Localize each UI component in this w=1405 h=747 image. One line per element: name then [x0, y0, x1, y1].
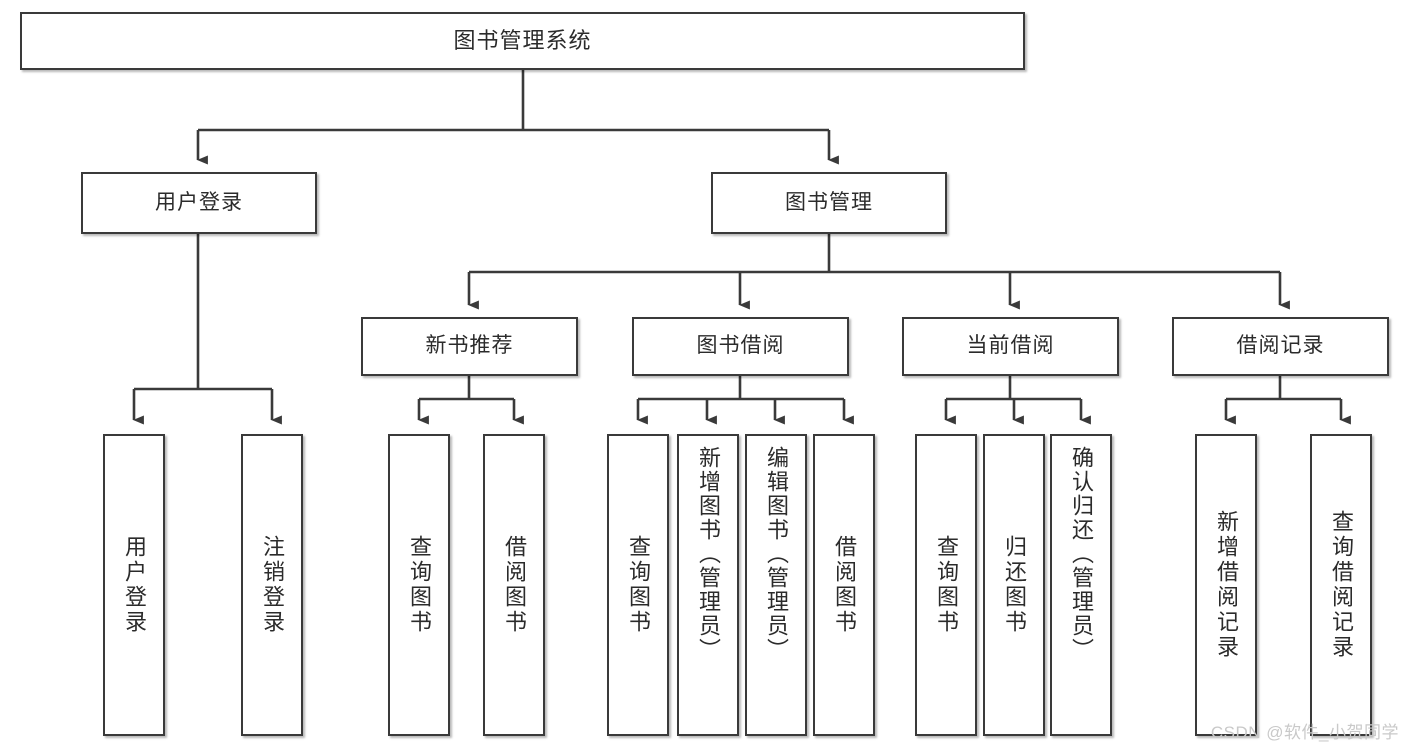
node-book-management-label: 图书管理: [785, 190, 873, 214]
leaf-current-return-book-label: 归还图书: [1002, 535, 1027, 635]
leaf-recommend-borrow-book-label: 借阅图书: [502, 535, 527, 635]
leaf-user-login-label: 用户登录: [122, 535, 147, 635]
leaf-record-query-borrow-record[interactable]: 查询借阅记录: [1310, 434, 1372, 736]
node-new-book-recommend[interactable]: 新书推荐: [361, 317, 578, 376]
leaf-current-query-book-label: 查询图书: [934, 535, 959, 635]
node-book-management[interactable]: 图书管理: [711, 172, 947, 234]
leaf-user-logout[interactable]: 注销登录: [241, 434, 303, 736]
leaf-borrow-borrow-book-label: 借阅图书: [832, 535, 857, 635]
leaf-user-login[interactable]: 用户登录: [103, 434, 165, 736]
node-borrow-record-label: 借阅记录: [1236, 334, 1325, 358]
leaf-user-logout-label: 注销登录: [260, 535, 285, 635]
leaf-record-add-borrow-record-label: 新增借阅记录: [1214, 510, 1239, 660]
node-root-system[interactable]: 图书管理系统: [20, 12, 1025, 70]
leaf-borrow-add-book-admin[interactable]: 新增图书（管理员）: [677, 434, 739, 736]
leaf-current-confirm-return-admin-label: 确认归还（管理员）: [1069, 446, 1094, 662]
node-user-login[interactable]: 用户登录: [81, 172, 317, 234]
leaf-record-add-borrow-record[interactable]: 新增借阅记录: [1195, 434, 1257, 736]
node-book-borrow-label: 图书借阅: [696, 334, 785, 358]
node-new-book-recommend-label: 新书推荐: [425, 334, 514, 358]
node-root-label: 图书管理系统: [453, 28, 592, 54]
node-borrow-record[interactable]: 借阅记录: [1172, 317, 1389, 376]
leaf-current-return-book[interactable]: 归还图书: [983, 434, 1045, 736]
leaf-borrow-add-book-admin-label: 新增图书（管理员）: [696, 446, 721, 662]
leaf-recommend-query-book-label: 查询图书: [407, 535, 432, 635]
leaf-borrow-edit-book-admin[interactable]: 编辑图书（管理员）: [745, 434, 807, 736]
leaf-borrow-query-book[interactable]: 查询图书: [607, 434, 669, 736]
leaf-record-query-borrow-record-label: 查询借阅记录: [1329, 510, 1354, 660]
leaf-recommend-borrow-book[interactable]: 借阅图书: [483, 434, 545, 736]
leaf-borrow-borrow-book[interactable]: 借阅图书: [813, 434, 875, 736]
leaf-borrow-edit-book-admin-label: 编辑图书（管理员）: [764, 446, 789, 662]
leaf-recommend-query-book[interactable]: 查询图书: [388, 434, 450, 736]
leaf-current-query-book[interactable]: 查询图书: [915, 434, 977, 736]
node-current-borrow[interactable]: 当前借阅: [902, 317, 1119, 376]
node-current-borrow-label: 当前借阅: [966, 334, 1055, 358]
leaf-borrow-query-book-label: 查询图书: [626, 535, 651, 635]
csdn-watermark: CSDN @软件_小贺同学: [1210, 723, 1399, 742]
node-book-borrow[interactable]: 图书借阅: [632, 317, 849, 376]
leaf-current-confirm-return-admin[interactable]: 确认归还（管理员）: [1050, 434, 1112, 736]
node-user-login-label: 用户登录: [155, 190, 243, 214]
